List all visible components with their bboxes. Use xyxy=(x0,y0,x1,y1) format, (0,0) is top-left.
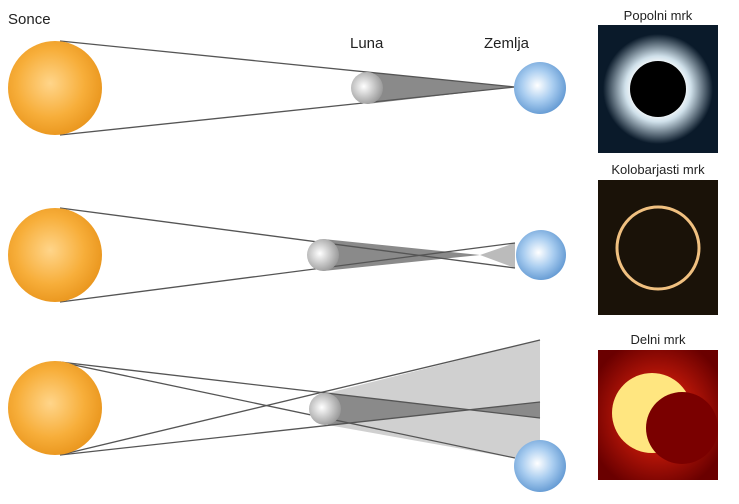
sun-label: Sonce xyxy=(8,11,51,28)
moon-label: Luna xyxy=(350,35,384,52)
sun-icon xyxy=(8,208,102,302)
photo-caption-partial: Delni mrk xyxy=(631,332,686,347)
total-eclipse-photo xyxy=(598,25,718,153)
annular-eclipse-photo xyxy=(598,180,718,315)
ray-line xyxy=(59,242,516,303)
moon-icon xyxy=(351,72,383,104)
antumbra-cone xyxy=(480,243,515,268)
penumbra-region xyxy=(328,340,540,458)
ray-line xyxy=(59,207,516,269)
umbra-cone xyxy=(323,239,480,271)
earth-icon xyxy=(516,230,566,280)
annular-eclipse-geometry xyxy=(8,207,566,303)
ray-line xyxy=(59,86,516,136)
total-eclipse-geometry xyxy=(8,40,566,136)
partial-eclipse-photo xyxy=(598,350,718,480)
moon-icon xyxy=(307,239,339,271)
umbra-cone xyxy=(328,393,540,425)
earth-icon xyxy=(514,62,566,114)
sun-icon xyxy=(8,361,102,455)
ray-line xyxy=(59,361,541,419)
earth-label: Zemlja xyxy=(484,35,530,52)
umbra-cone xyxy=(367,72,515,104)
ray-line xyxy=(59,40,516,88)
sun-icon xyxy=(8,41,102,135)
photo-caption-total: Popolni mrk xyxy=(624,8,693,23)
ray-line xyxy=(59,401,541,456)
partial-eclipse-geometry xyxy=(8,339,566,492)
ray-line xyxy=(59,361,516,459)
photo-caption-annular: Kolobarjasti mrk xyxy=(611,162,705,177)
moon-icon xyxy=(309,393,341,425)
earth-icon xyxy=(514,440,566,492)
ray-line xyxy=(59,339,541,456)
